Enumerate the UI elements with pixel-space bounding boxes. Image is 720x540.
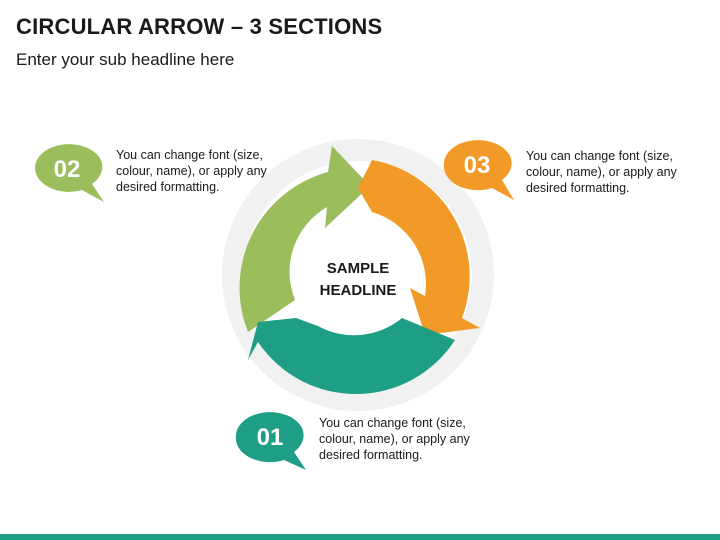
center-headline-line1: SAMPLE	[327, 260, 390, 277]
badge-number-01: 01	[257, 424, 284, 451]
badge-02: 02	[35, 144, 104, 202]
page-title: CIRCULAR ARROW – 3 SECTIONS	[16, 14, 383, 39]
badge-01: 01	[235, 412, 306, 470]
section-02-text-line: desired formatting.	[116, 180, 220, 194]
speech-bubble-03	[443, 140, 514, 200]
speech-bubble-02	[35, 144, 104, 202]
badge-03: 03	[443, 140, 514, 200]
diagram-ring	[222, 139, 494, 411]
section-01-description: You can change font (size, colour, name)…	[319, 415, 470, 463]
section-03-text-line: You can change font (size,	[526, 149, 673, 163]
arrow-segment-03[interactable]	[358, 160, 480, 335]
section-02-text-line: You can change font (size,	[116, 148, 263, 162]
section-01-text-line: You can change font (size,	[319, 416, 466, 430]
arrow-segment-01[interactable]	[248, 318, 455, 395]
section-02-description: You can change font (size, colour, name)…	[116, 147, 267, 195]
footer-accent-bar	[0, 534, 720, 540]
section-01-text-line: colour, name), or apply any	[319, 432, 470, 446]
speech-bubble-01	[235, 412, 306, 470]
badge-number-03: 03	[464, 152, 491, 179]
center-headline-line2: HEADLINE	[320, 282, 397, 299]
badge-number-02: 02	[54, 156, 81, 183]
section-03-text-line: colour, name), or apply any	[526, 165, 677, 179]
page-subtitle: Enter your sub headline here	[16, 50, 235, 69]
section-03-description: You can change font (size, colour, name)…	[526, 148, 677, 196]
section-02-text-line: colour, name), or apply any	[116, 164, 267, 178]
section-03-text-line: desired formatting.	[526, 181, 630, 195]
arrow-segment-02[interactable]	[239, 146, 370, 332]
section-01-text-line: desired formatting.	[319, 448, 423, 462]
